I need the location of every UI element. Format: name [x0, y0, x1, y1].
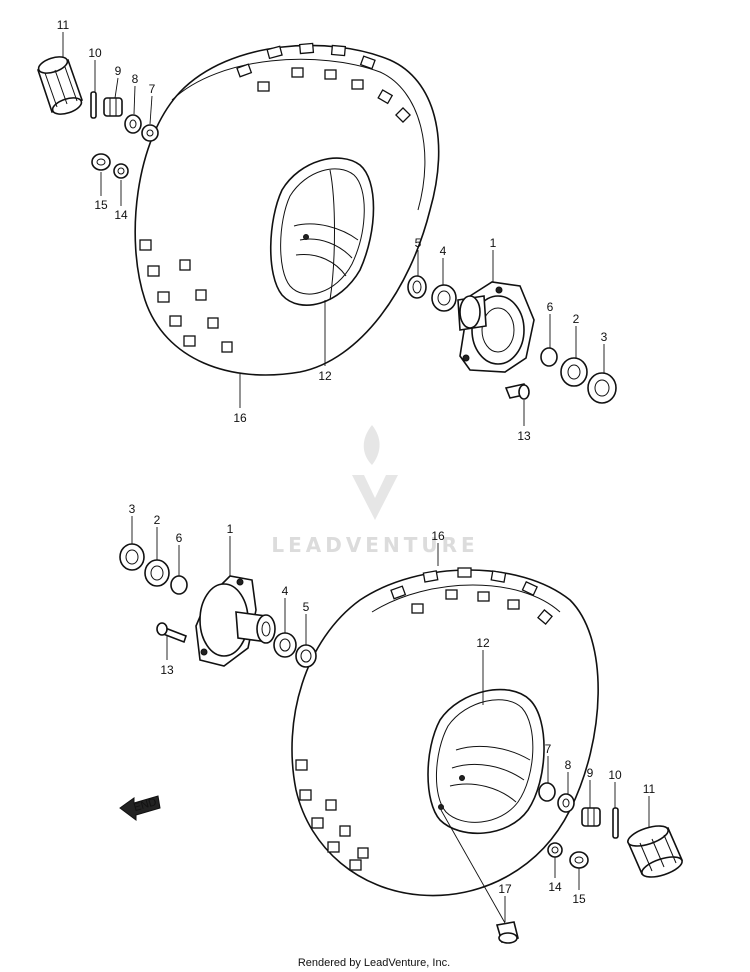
top-part-5-seal: [407, 275, 427, 299]
bottom-tire-tread: [295, 567, 553, 871]
end-arrow-icon: END: [119, 795, 161, 821]
bottom-leader-lines: [131, 516, 650, 924]
top-part-11-cap: [36, 56, 84, 115]
bottom-part-5-seal: [295, 644, 317, 668]
bottom-label-13: 13: [160, 663, 174, 677]
top-part-2-bearing: [560, 357, 588, 387]
top-part-13-bolt: [504, 383, 530, 400]
top-leader-lines: [62, 32, 605, 426]
bottom-label-9: 9: [587, 766, 594, 780]
bottom-label-11: 11: [643, 782, 656, 796]
top-part-1-hub: [457, 281, 535, 373]
bottom-label-10: 10: [608, 768, 622, 782]
top-label-7: 7: [149, 82, 156, 96]
bottom-part-6-spacer: [170, 575, 188, 595]
bottom-part-11-cap: [626, 825, 684, 878]
bottom-tire: [291, 567, 599, 897]
bottom-label-17: 17: [498, 882, 512, 896]
bottom-label-7: 7: [545, 742, 552, 756]
top-label-3: 3: [601, 330, 608, 344]
watermark-text: LEADVENTURE: [271, 533, 478, 557]
bottom-label-15: 15: [572, 892, 586, 906]
top-part-9-nut: [103, 97, 123, 117]
top-label-14: 14: [114, 208, 128, 222]
top-tire: [134, 42, 440, 376]
footer-credit: Rendered by LeadVenture, Inc.: [298, 957, 450, 969]
bottom-label-5: 5: [303, 600, 310, 614]
top-label-10: 10: [88, 46, 102, 60]
top-label-11: 11: [57, 18, 70, 32]
bottom-label-6: 6: [176, 531, 183, 545]
bottom-part-17-valve: [495, 921, 519, 944]
bottom-label-3: 3: [129, 502, 136, 516]
bottom-part-10-pin: [612, 807, 619, 839]
top-assembly: 11 10 9 8 7 15 14 5 4 1 6 2 3 12 13 16: [36, 18, 617, 443]
top-part-8-washer: [124, 114, 142, 134]
bottom-label-14: 14: [548, 880, 562, 894]
top-label-9: 9: [115, 64, 122, 78]
bottom-part-15-nut: [569, 851, 589, 869]
watermark-v-icon: [352, 475, 398, 520]
bottom-part-7-spacer: [538, 782, 556, 802]
bottom-part-4-bearing: [273, 632, 297, 658]
bottom-label-2: 2: [154, 513, 161, 527]
bottom-label-8: 8: [565, 758, 572, 772]
top-label-1: 1: [490, 236, 497, 250]
bottom-label-12: 12: [476, 636, 490, 650]
bottom-label-4: 4: [282, 584, 289, 598]
bottom-wheel-rim: [427, 688, 545, 835]
bottom-part-9-nut: [581, 807, 601, 827]
top-label-2: 2: [573, 312, 580, 326]
bottom-label-1: 1: [227, 522, 234, 536]
watermark-flame-icon: [363, 425, 380, 465]
top-part-14-washer: [113, 163, 129, 179]
bottom-part-8-washer: [557, 793, 575, 813]
bottom-part-3-seal: [119, 543, 145, 571]
top-part-10-pin: [90, 91, 97, 119]
bottom-part-14-washer: [547, 842, 563, 858]
top-label-6: 6: [547, 300, 554, 314]
top-tire-tread: [139, 42, 411, 353]
top-label-16: 16: [233, 411, 247, 425]
bottom-part-13-bolt: [156, 622, 188, 644]
top-wheel-rim: [269, 157, 375, 306]
top-label-8: 8: [132, 72, 139, 86]
top-labels: 11 10 9 8 7 15 14 5 4 1 6 2 3 12 13 16: [57, 18, 608, 443]
bottom-labels: 3 2 6 1 16 13 4 5 12 7 8 9 10 11 14 15 1…: [129, 502, 656, 906]
top-label-12: 12: [318, 369, 332, 383]
bottom-assembly: END 3 2 6 1: [119, 502, 684, 944]
top-label-4: 4: [440, 244, 447, 258]
top-part-6-spacer: [540, 347, 558, 367]
bottom-part-2-bearing: [144, 559, 170, 587]
top-label-5: 5: [415, 236, 422, 250]
top-part-4-bearing: [431, 284, 457, 312]
top-part-15-nut: [91, 153, 111, 171]
top-part-3-seal: [587, 372, 617, 404]
top-label-13: 13: [517, 429, 531, 443]
leadventure-watermark: LEADVENTURE: [271, 425, 478, 557]
top-part-7-spacer: [141, 124, 159, 142]
bottom-part-1-hub: [195, 575, 276, 667]
bottom-label-16: 16: [431, 529, 445, 543]
top-label-15: 15: [94, 198, 108, 212]
